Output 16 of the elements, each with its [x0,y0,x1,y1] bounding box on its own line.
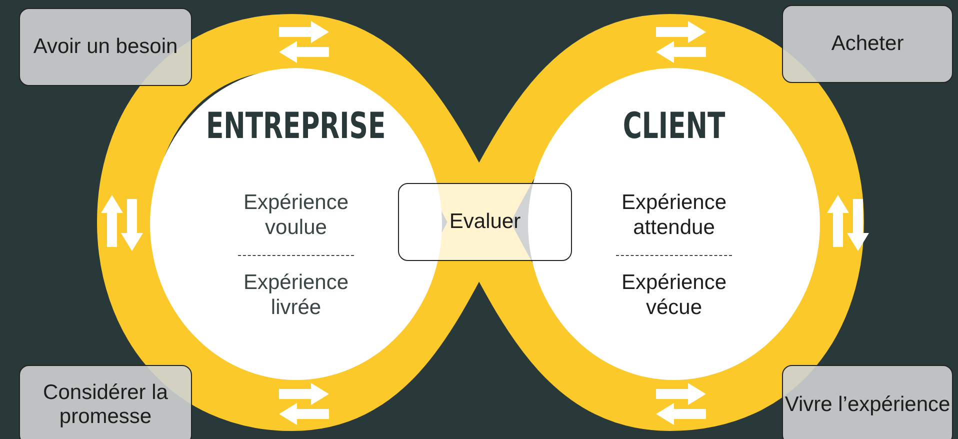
experience-label: Expérience livrée [242,270,350,320]
step-label: Vivre l’expérience [784,393,950,417]
experience-label: Expérience vécue [620,270,728,320]
step-label: Considérer la promesse [42,381,169,429]
step-label: Acheter [831,32,904,56]
experience-label: Expérience voulue [242,190,350,240]
step-box [19,365,192,439]
step-label: Evaluer [449,210,521,234]
step-box [782,5,953,83]
experience-label: Expérience attendue [620,190,728,240]
step-box [398,183,572,261]
step-label: Avoir un besoin [33,35,178,59]
step-box [782,365,953,439]
lobe-heading: CLIENT [622,106,726,147]
step-box [19,8,192,86]
lobe-heading: ENTREPRISE [206,106,386,147]
